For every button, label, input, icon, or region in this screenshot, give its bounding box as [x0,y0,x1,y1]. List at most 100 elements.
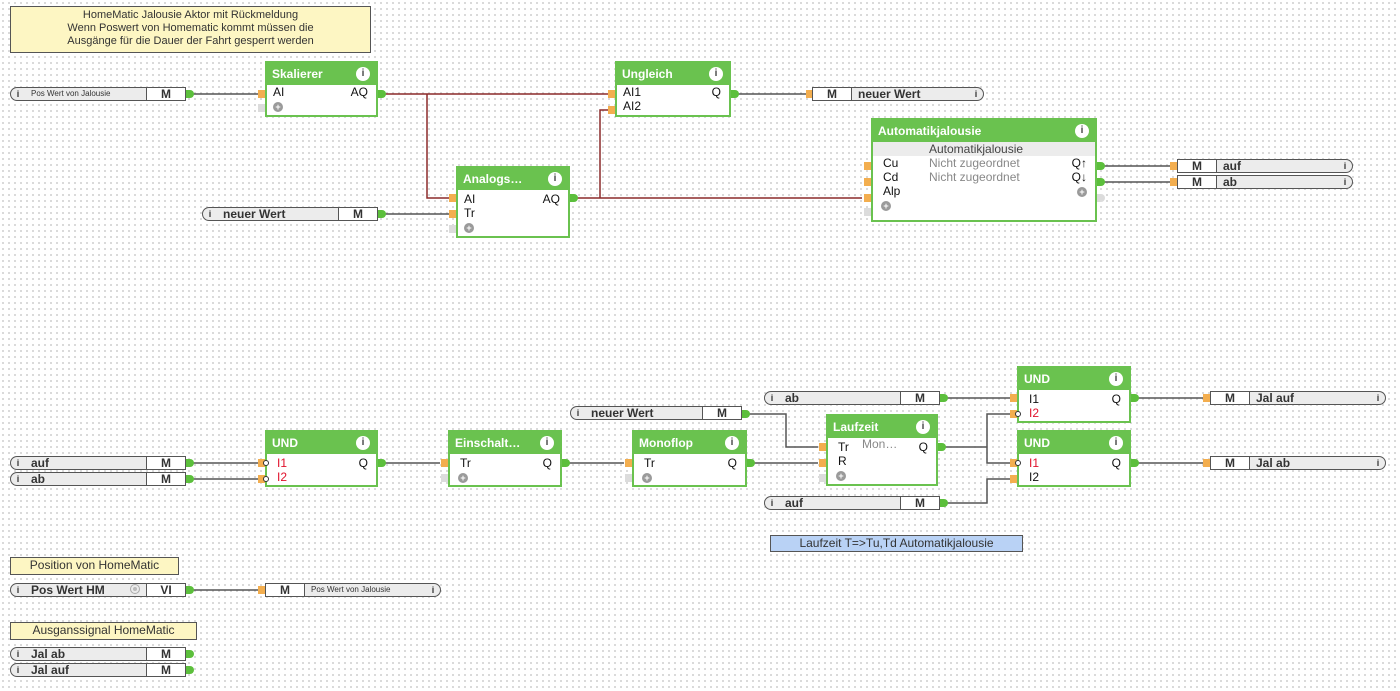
info-icon[interactable]: i [16,665,20,675]
output-pin[interactable] [742,410,750,418]
input-pin[interactable] [864,162,871,170]
input-pin[interactable] [1170,178,1177,186]
marker-jal-ab-out[interactable]: i Jal ab M [1210,456,1386,470]
info-icon[interactable]: i [709,67,723,81]
input-pin[interactable] [449,210,456,218]
input-pin-empty[interactable] [819,474,826,482]
marker-jal-auf-out[interactable]: i Jal auf M [1210,391,1386,405]
info-icon[interactable]: i [540,436,554,450]
info-icon[interactable]: i [1075,124,1089,138]
output-pin[interactable] [378,459,386,467]
output-pin[interactable] [747,459,755,467]
output-pin[interactable] [186,475,194,483]
input-pin[interactable] [864,178,871,186]
output-pin[interactable] [186,586,194,594]
input-pin[interactable] [258,459,265,467]
marker-ab-in[interactable]: i ab M [10,472,186,486]
output-pin[interactable] [731,90,739,98]
info-icon[interactable]: i [576,408,580,418]
info-icon[interactable]: i [16,474,20,484]
marker-auf-out[interactable]: i auf M [1177,159,1353,173]
add-input-icon[interactable]: + [881,201,891,211]
input-pin[interactable] [258,475,265,483]
input-pin[interactable] [1010,459,1017,467]
info-icon[interactable]: i [1343,177,1347,187]
marker-neuer-wert-in[interactable]: i neuer Wert M [202,207,378,221]
output-pin[interactable] [186,90,194,98]
input-pin[interactable] [819,443,826,451]
info-icon[interactable]: i [16,89,20,99]
marker-auf-in-2[interactable]: i auf M [764,496,940,510]
info-icon[interactable]: i [208,209,212,219]
input-pin[interactable] [608,106,615,114]
output-pin[interactable] [186,666,194,674]
input-pin[interactable] [625,459,632,467]
output-pin[interactable] [1131,394,1139,402]
input-pin[interactable] [441,459,448,467]
output-pin[interactable] [940,394,948,402]
marker-ab-out[interactable]: i ab M [1177,175,1353,189]
info-icon[interactable]: i [356,67,370,81]
marker-neuer-wert-in-2[interactable]: i neuer Wert M [570,406,742,420]
input-pin[interactable] [819,459,826,467]
info-icon[interactable]: i [916,420,930,434]
input-pin[interactable] [864,194,871,202]
info-icon[interactable]: i [431,585,435,595]
output-pin[interactable] [1097,178,1105,186]
input-pin[interactable] [449,194,456,202]
output-pin[interactable] [562,459,570,467]
marker-auf-in[interactable]: i auf M [10,456,186,470]
input-pin[interactable] [1203,459,1210,467]
input-pin[interactable] [258,90,265,98]
marker-ab-in-2[interactable]: i ab M [764,391,940,405]
add-input-icon[interactable]: + [836,471,846,481]
info-icon[interactable]: i [974,89,978,99]
input-pin-empty[interactable] [864,208,871,216]
info-icon[interactable]: i [16,585,20,595]
add-input-icon[interactable]: + [642,473,652,483]
info-icon[interactable]: i [770,498,774,508]
marker-pos-wert-out[interactable]: i Pos Wert von Jalousie M [265,583,441,597]
marker-jal-ab-in[interactable]: i Jal ab M [10,647,186,661]
input-pin-empty[interactable] [449,225,456,233]
input-pin[interactable] [1170,162,1177,170]
output-pin[interactable] [570,194,578,202]
info-icon[interactable]: i [1343,161,1347,171]
output-pin[interactable] [940,499,948,507]
output-pin[interactable] [378,90,386,98]
info-icon[interactable]: i [1109,372,1123,386]
output-pin[interactable] [378,210,386,218]
add-output-icon[interactable]: + [1077,187,1087,197]
output-pin[interactable] [186,459,194,467]
info-icon[interactable]: i [16,458,20,468]
output-pin[interactable] [1131,459,1139,467]
marker-pos-wert-von-jalousie[interactable]: i Pos Wert von Jalousie M [10,87,186,101]
input-pin[interactable] [806,90,813,98]
input-pin-empty[interactable] [258,104,265,112]
add-input-icon[interactable]: + [273,102,283,112]
info-icon[interactable]: i [548,172,562,186]
input-pin[interactable] [1203,394,1210,402]
output-pin[interactable] [186,650,194,658]
input-pin[interactable] [1010,410,1017,418]
add-input-icon[interactable]: + [458,473,468,483]
marker-neuer-wert-out[interactable]: i neuer Wert M [812,87,984,101]
input-pin[interactable] [1010,475,1017,483]
output-pin[interactable] [938,443,946,451]
info-icon[interactable]: i [1376,458,1380,468]
input-pin[interactable] [608,90,615,98]
info-icon[interactable]: i [770,393,774,403]
output-pin[interactable] [1097,162,1105,170]
info-icon[interactable]: i [1109,436,1123,450]
info-icon[interactable]: i [16,649,20,659]
